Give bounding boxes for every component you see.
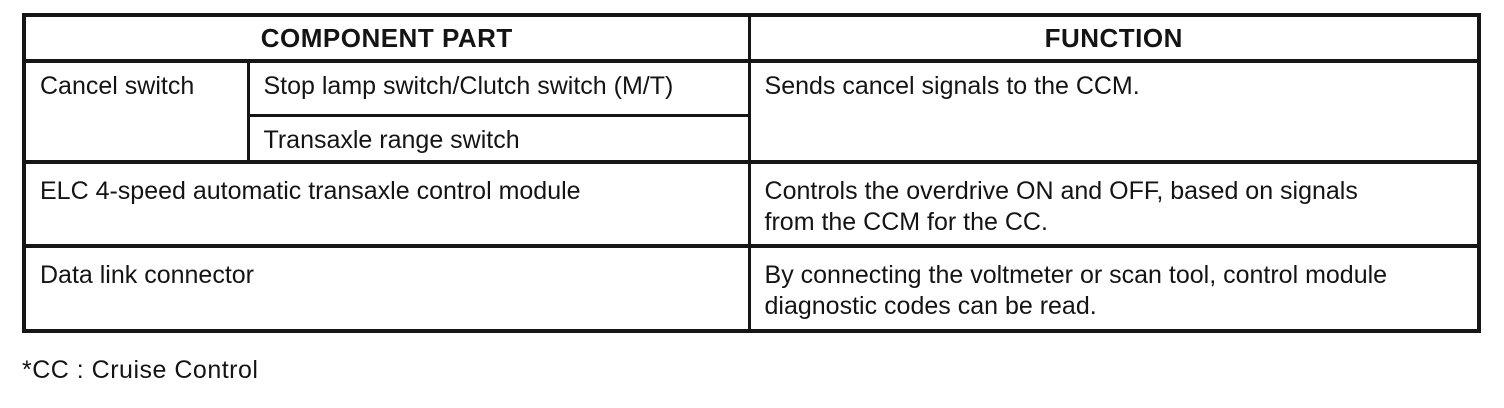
table-header-row: COMPONENT PART FUNCTION — [22, 13, 1481, 63]
data-link-function-cell: By connecting the voltmeter or scan tool… — [747, 244, 1481, 333]
table-row: Transaxle range switch — [24, 113, 1479, 164]
transaxle-range-switch-cell: Transaxle range switch — [246, 113, 751, 164]
function-line: from the CCM for the CC. — [764, 208, 1048, 236]
elc-module-cell: ELC 4-speed automatic transaxle control … — [22, 160, 751, 248]
cancel-function-cell: Sends cancel signals to the CCM. — [747, 59, 1481, 164]
cancel-switch-cell: Cancel switch — [22, 59, 250, 164]
table-row: ELC 4-speed automatic transaxle control … — [22, 160, 1481, 248]
table-row: Data link connector By connecting the vo… — [22, 244, 1481, 333]
table-row: Cancel switch Stop lamp switch/Clutch sw… — [22, 59, 1481, 164]
data-link-connector-cell: Data link connector — [22, 244, 751, 333]
cc-footnote: *CC : Cruise Control — [22, 356, 259, 384]
component-function-table: COMPONENT PART FUNCTION Cancel switch St… — [22, 13, 1482, 333]
function-line: Controls the overdrive ON and OFF, based… — [764, 177, 1358, 205]
component-part-header: COMPONENT PART — [22, 13, 751, 63]
stop-lamp-switch-cell: Stop lamp switch/Clutch switch (M/T) — [246, 59, 751, 117]
function-header: FUNCTION — [747, 13, 1481, 63]
function-line: diagnostic codes can be read. — [764, 292, 1097, 320]
function-line: By connecting the voltmeter or scan tool… — [764, 261, 1388, 289]
elc-function-cell: Controls the overdrive ON and OFF, based… — [747, 160, 1481, 248]
